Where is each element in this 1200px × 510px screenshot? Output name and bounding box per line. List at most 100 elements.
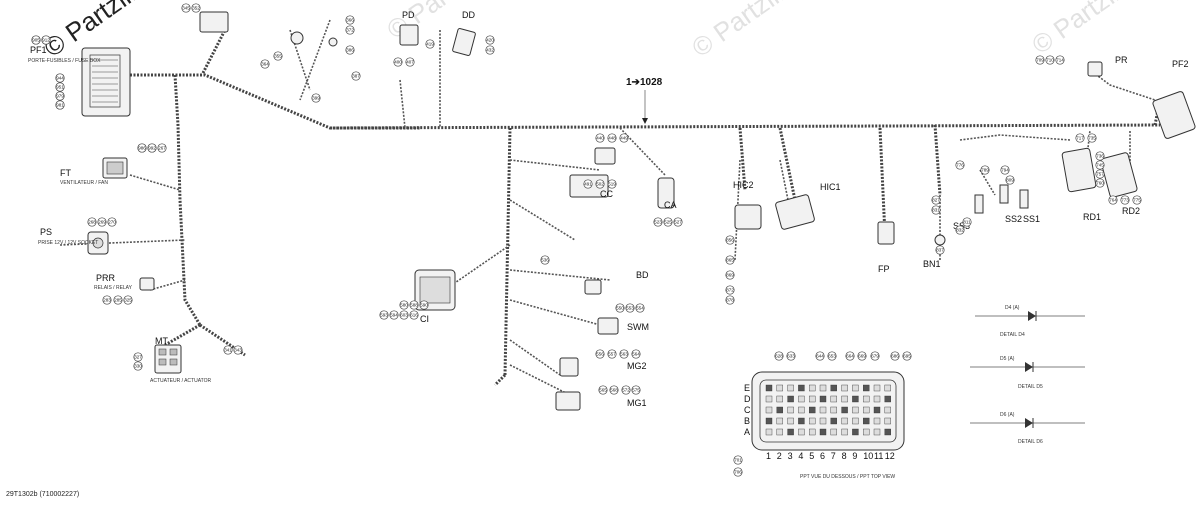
footer-code: 29T1302b (710002227) (6, 491, 80, 498)
callout-number: 269 (98, 220, 106, 225)
callout-circle (345, 25, 355, 35)
callout-number: 364 (261, 62, 269, 67)
callout-number: 951 (56, 85, 64, 90)
ecm-pins (765, 384, 891, 436)
callout-circle (1005, 175, 1015, 185)
label-cc: CC (600, 189, 613, 199)
ecm-pin (787, 395, 794, 403)
ecm-pin (873, 428, 881, 436)
watermark-text: © Partzilla (381, 0, 496, 45)
callout-circle (123, 295, 133, 305)
callout-circle (663, 217, 673, 227)
ecm-pin (787, 406, 794, 414)
actuator-mt: MT ACTUATEUR / ACTUATOR (150, 336, 212, 384)
callout-circle (55, 100, 65, 110)
callout-circle (485, 45, 495, 55)
ecm-pin (830, 428, 837, 436)
callout-circle (955, 160, 965, 170)
callout-number: 386 (346, 48, 354, 53)
ecm-pin (765, 395, 773, 403)
callout-circle (902, 351, 912, 361)
ecm-pin (787, 384, 794, 392)
callout-number: 872 (726, 288, 734, 293)
callout-circle (113, 295, 123, 305)
callout-number: 387 (352, 74, 360, 79)
ecm-pin (830, 384, 837, 392)
ecm-pin (863, 406, 870, 414)
detail-d6: D6 (A) DETAIL D6 (970, 412, 1085, 445)
ecm-row-label: A (744, 427, 750, 437)
ecm-pin (819, 384, 827, 392)
label-bd: BD (636, 270, 649, 280)
callout-circle (540, 255, 550, 265)
fuse-box-pf2: PF2 (1152, 59, 1196, 139)
socket-ps: PS PRISE 12V / 12V SOCKET (38, 227, 109, 255)
callout-circle (653, 217, 663, 227)
callout-number: 341 (224, 348, 232, 353)
callout-circle (870, 351, 880, 361)
callout-circle (97, 217, 107, 227)
callout-circle (619, 133, 629, 143)
callout-number: 679 (871, 354, 879, 359)
ecm-pin (809, 406, 816, 414)
callout-circle (191, 3, 201, 13)
callout-circle (595, 179, 605, 189)
ecm-col-label: 12 (885, 451, 895, 461)
callout-circle (725, 255, 735, 265)
solenoid-ss1: SS1 (1019, 189, 1040, 224)
callout-number: 837 (936, 248, 944, 253)
ecm-pin (873, 417, 881, 425)
callout-number: 710 (1046, 58, 1054, 63)
callout-number: 563 (620, 352, 628, 357)
callout-number: 345 (182, 6, 190, 11)
callout-number: 594 (390, 313, 398, 318)
callout-circle (725, 270, 735, 280)
switch-bd: BD (584, 270, 649, 295)
connector-ca: CA (657, 177, 677, 210)
callout-number: 789 (981, 168, 989, 173)
svg-text:D4 (A): D4 (A) (1005, 305, 1020, 311)
ecm-pin (776, 428, 783, 436)
detail-d6-label: DETAIL D6 (1018, 439, 1043, 445)
callout-number: 831 (932, 208, 940, 213)
label-ci: CI (420, 314, 429, 324)
callout-circle (223, 345, 233, 355)
callout-number: 865 (726, 258, 734, 263)
ecm-col-label: 6 (820, 451, 825, 461)
callout-number: 695 (903, 354, 911, 359)
ecm-pin (841, 384, 848, 392)
ecm-pin (841, 428, 848, 436)
callout-number: 905 (32, 38, 40, 43)
callout-circle (273, 51, 283, 61)
ecm-pin (852, 428, 859, 436)
callout-number: 764 (1109, 198, 1117, 203)
callout-number: 616 (410, 313, 418, 318)
callout-number: 536 (541, 258, 549, 263)
callout-circle (147, 143, 157, 153)
label-fp: FP (878, 264, 890, 274)
callout-circle (181, 3, 191, 13)
callout-circle (725, 285, 735, 295)
callout-circle (260, 59, 270, 69)
callout-number: 701 (734, 458, 742, 463)
ecm-pin (798, 428, 805, 436)
callout-circle (733, 455, 743, 465)
label-pf2: PF2 (1172, 59, 1189, 69)
callout-circle (1095, 178, 1105, 188)
ecm-row-label: D (744, 394, 751, 404)
callout-number: 590 (420, 303, 428, 308)
ecm-col-label: 2 (777, 451, 782, 461)
callout-number: 794 (1001, 168, 1009, 173)
callout-circle (425, 39, 435, 49)
desc-ps: PRISE 12V / 12V SOCKET (38, 240, 98, 246)
callout-number: 644 (816, 354, 824, 359)
label-dd: DD (462, 10, 475, 20)
callout-number: 869 (726, 273, 734, 278)
callout-circle (1075, 133, 1085, 143)
callout-number: 568 (610, 388, 618, 393)
callout-number: 502 (596, 182, 604, 187)
ecm-pin (819, 395, 827, 403)
label-ss2: SS2 (1005, 214, 1022, 224)
